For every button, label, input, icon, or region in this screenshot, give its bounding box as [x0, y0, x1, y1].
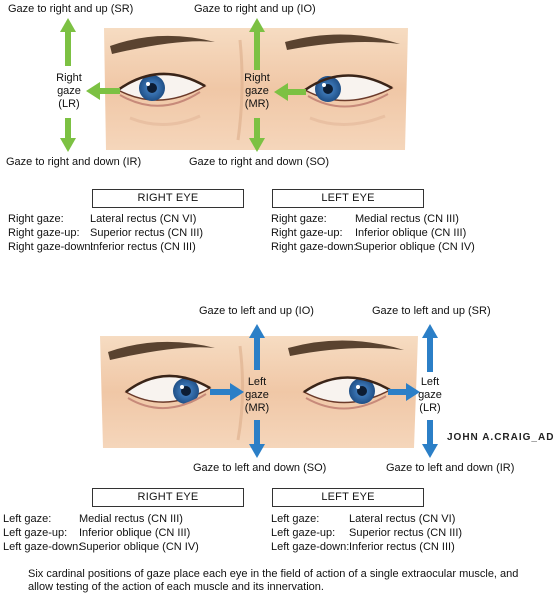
label-gaze-right-down-ir: Gaze to right and down (IR) — [6, 156, 142, 168]
table-row: Right gaze-up:Superior rectus (CN III) — [8, 227, 204, 239]
label-gaze-right-up-sr: Gaze to right and up (SR) — [8, 3, 134, 15]
top-right-eye-title: RIGHT EYE — [92, 189, 244, 208]
label-gaze-left-up-sr: Gaze to left and up (SR) — [372, 305, 491, 317]
bottom-left-eye-title: LEFT EYE — [272, 488, 424, 507]
blue-arrows — [210, 324, 438, 458]
label-gaze-left-up-io: Gaze to left and up (IO) — [199, 305, 314, 317]
table-row: Right gaze:Medial rectus (CN III) — [271, 213, 459, 225]
bottom-right-eye-table: Left gaze:Medial rectus (CN III) Left ga… — [3, 512, 199, 554]
label-gaze-left-down-ir: Gaze to left and down (IR) — [386, 462, 515, 474]
table-row: Right gaze-down:Superior oblique (CN IV) — [271, 241, 475, 253]
table-row: Right gaze-up:Inferior oblique (CN III) — [271, 227, 467, 239]
table-row: Left gaze:Lateral rectus (CN VI) — [271, 513, 456, 525]
green-arrows — [60, 18, 306, 152]
bottom-left-eye-table: Left gaze:Lateral rectus (CN VI) Left ga… — [271, 512, 462, 554]
table-row: Left gaze-down:Superior oblique (CN IV) — [3, 541, 199, 553]
table-row: Left gaze-up:Inferior oblique (CN III) — [3, 527, 191, 539]
figure-caption: Six cardinal positions of gaze place eac… — [28, 568, 519, 593]
label-gaze-right-down-so: Gaze to right and down (SO) — [189, 156, 330, 168]
top-left-eye-title: LEFT EYE — [272, 189, 424, 208]
label-gaze-left-down-so: Gaze to left and down (SO) — [193, 462, 327, 474]
table-row: Left gaze-down:Inferior rectus (CN III) — [271, 541, 455, 553]
table-row: Right gaze-down:Inferior rectus (CN III) — [8, 241, 196, 253]
top-left-eye-table: Right gaze:Medial rectus (CN III) Right … — [271, 212, 475, 254]
label-gaze-right-up-io: Gaze to right and up (IO) — [194, 3, 316, 15]
table-row: Left gaze-up:Superior rectus (CN III) — [271, 527, 463, 539]
artist-signature: JOHN A.CRAIG_AD — [447, 432, 555, 443]
top-right-eye-table: Right gaze:Lateral rectus (CN VI) Right … — [8, 212, 203, 254]
table-row: Right gaze:Lateral rectus (CN VI) — [8, 213, 197, 225]
table-row: Left gaze:Medial rectus (CN III) — [3, 513, 183, 525]
bottom-right-eye-title: RIGHT EYE — [92, 488, 244, 507]
